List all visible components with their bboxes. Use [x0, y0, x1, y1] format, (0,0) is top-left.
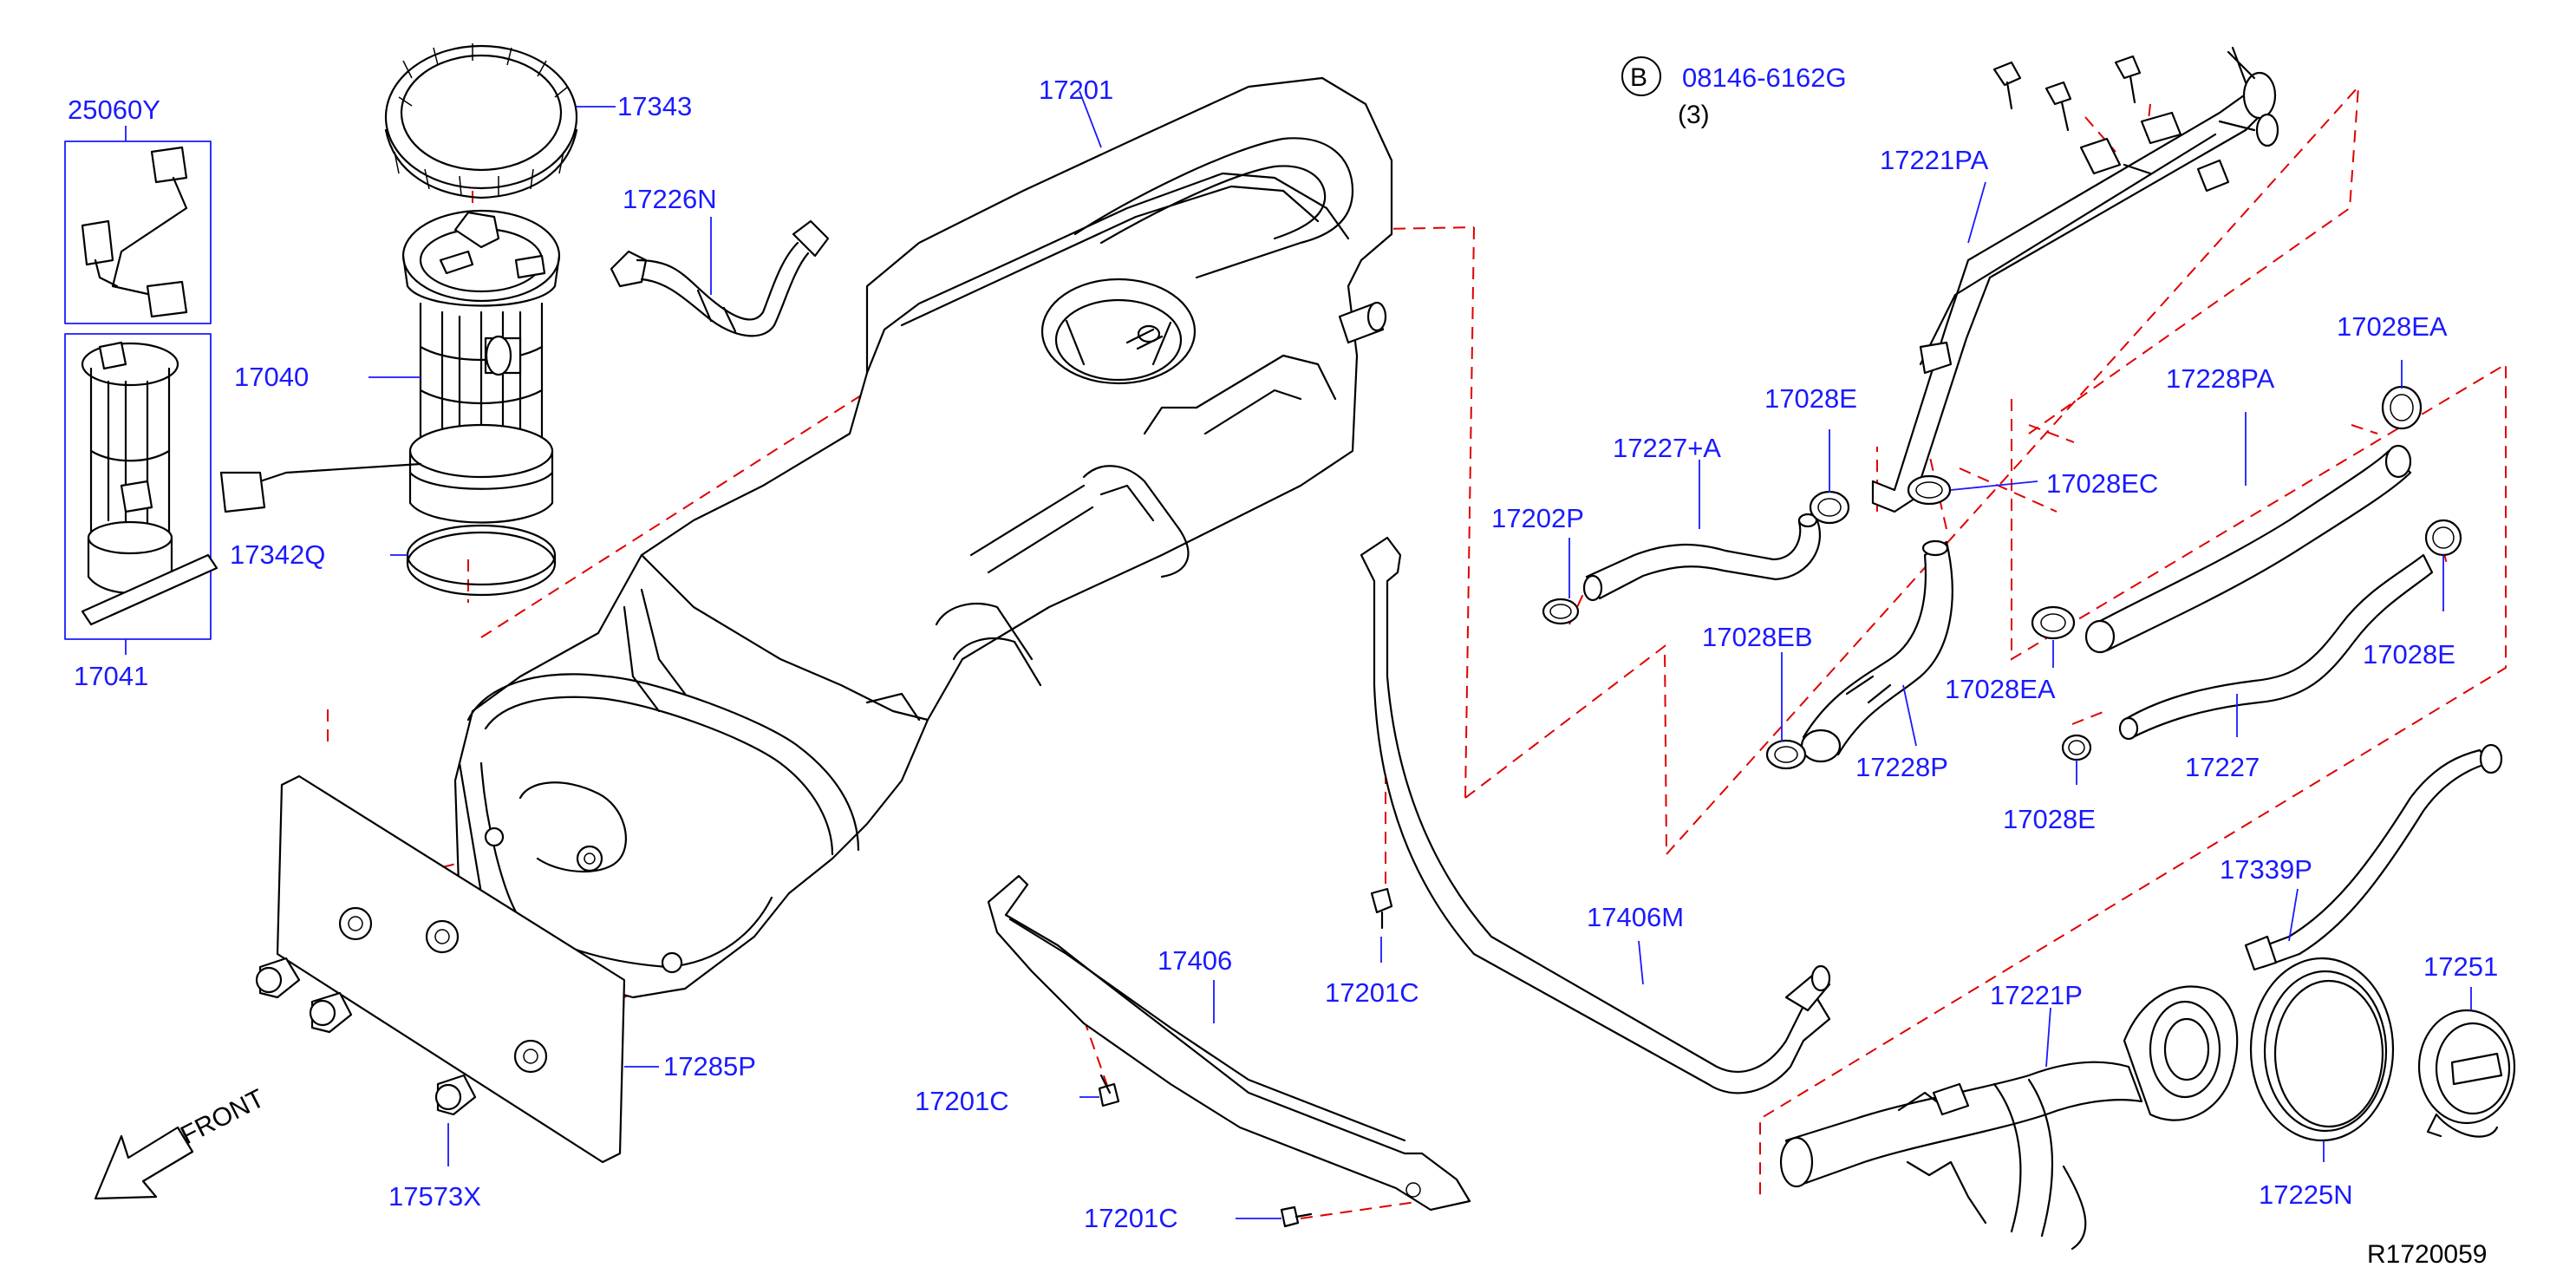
label-17201C-b: 17201C [915, 1086, 1009, 1116]
label-17040: 17040 [234, 362, 309, 392]
label-17028EC: 17028EC [2046, 468, 2158, 499]
front-direction-arrow [94, 1126, 194, 1200]
hose-clamps [1542, 385, 2462, 770]
label-17041: 17041 [74, 661, 148, 691]
tank-strap-rear [1360, 536, 1831, 1094]
breather-hose [2244, 743, 2503, 971]
label-17028EB: 17028EB [1702, 622, 1813, 652]
filler-seal-ring [2249, 957, 2395, 1142]
sender-unit-box [64, 140, 212, 324]
bolt-quantity: (3) [1678, 101, 1710, 129]
label-17201C-c: 17201C [1084, 1203, 1178, 1233]
leader-lines [125, 56, 2472, 1219]
vent-hose [610, 219, 830, 337]
fuel-tank [453, 76, 1393, 999]
label-17225N: 17225N [2259, 1179, 2353, 1210]
fuel-pump-module [219, 209, 561, 597]
label-17221PA: 17221PA [1880, 145, 1989, 175]
lock-ring [384, 43, 578, 199]
reference-code: R1720059 [2367, 1240, 2487, 1269]
label-17028EA-a: 17028EA [2337, 311, 2448, 342]
label-17573X: 17573X [388, 1181, 481, 1212]
label-17228P: 17228P [1855, 752, 1948, 782]
label-17028EA-b: 17028EA [1945, 674, 2056, 704]
push-clips [255, 957, 477, 1116]
label-17228PA: 17228PA [2166, 363, 2275, 394]
tank-strap-front [987, 874, 1471, 1212]
filler-tube-lower [1779, 985, 2239, 1251]
label-17406M: 17406M [1587, 902, 1684, 932]
label-17201: 17201 [1039, 75, 1113, 105]
label-25060Y: 25060Y [68, 95, 160, 125]
label-17226N: 17226N [623, 184, 717, 214]
fuel-cap [2417, 1009, 2516, 1138]
label-17202P: 17202P [1491, 503, 1584, 533]
protector-plate [276, 774, 626, 1164]
label-17227A: 17227+A [1613, 433, 1721, 463]
label-17406: 17406 [1158, 945, 1232, 976]
label-17342Q: 17342Q [230, 539, 325, 570]
hose-17227 [2118, 553, 2434, 741]
label-17221P: 17221P [1990, 980, 2083, 1010]
label-17028E-a: 17028E [1764, 383, 1857, 414]
bolt-callout-letter: B [1630, 63, 1647, 92]
hose-17228PA [2084, 444, 2412, 654]
front-label: FRONT [176, 1084, 269, 1150]
hose-17227A [1582, 513, 1821, 602]
label-17227: 17227 [2185, 752, 2260, 782]
pump-assembly-box [64, 333, 218, 640]
label-17343: 17343 [617, 91, 692, 121]
label-17201C-a: 17201C [1325, 977, 1419, 1008]
label-17028E-b: 17028E [2363, 639, 2455, 670]
part-labels: 25060Y 17343 17201 17226N 17040 17342Q 1… [68, 62, 2498, 1269]
bracket-bolts [1992, 55, 2142, 132]
label-17339P: 17339P [2220, 854, 2312, 885]
filler-tube-upper [1871, 46, 2279, 513]
label-17251: 17251 [2423, 951, 2498, 982]
bolts [1098, 887, 1393, 1228]
label-08146-6162G: 08146-6162G [1682, 62, 1847, 93]
hose-17228P [1800, 539, 1953, 763]
label-17028E-c: 17028E [2003, 804, 2096, 834]
label-17285P: 17285P [663, 1051, 756, 1081]
